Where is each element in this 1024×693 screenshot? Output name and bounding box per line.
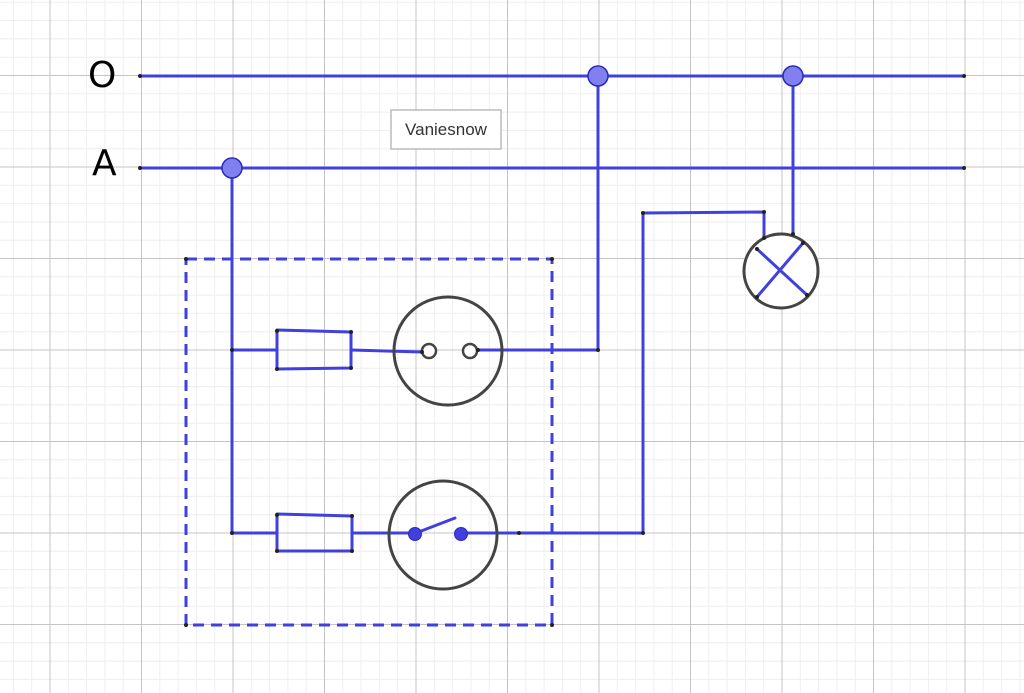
wire-endpoint-dot	[349, 330, 353, 334]
wire-endpoint-dot	[641, 211, 645, 215]
wire-endpoint-dot	[138, 74, 142, 78]
wire-endpoint-dot	[762, 236, 766, 240]
wire-endpoint-dot	[275, 549, 279, 553]
wire-endpoint-dot	[791, 232, 795, 236]
switch-to-lamp-wire	[459, 210, 766, 535]
watermark: Vaniesnow	[390, 109, 502, 150]
socket-pin-right	[461, 342, 479, 360]
neutral-rail-label: O	[88, 55, 116, 96]
wire-endpoint-dot	[641, 531, 645, 535]
wire-endpoint-dot	[596, 348, 600, 352]
junction-node-phase	[221, 157, 243, 179]
wire-endpoint-dot	[476, 348, 480, 352]
wire-endpoint-dot	[962, 74, 966, 78]
wire-endpoint-dot	[275, 513, 279, 517]
distribution-box	[184, 257, 554, 627]
wire-endpoint-dot	[420, 350, 424, 354]
lamp	[742, 232, 820, 310]
phase-rail-label: A	[92, 143, 117, 184]
wire-endpoint-dot	[962, 166, 966, 170]
switch-lever	[414, 516, 457, 535]
wire-endpoint-dot	[350, 549, 354, 553]
wire-endpoint-dot	[230, 531, 234, 535]
switch	[387, 479, 499, 591]
wire-endpoint-dot	[517, 531, 521, 535]
wire-endpoint-dot	[350, 514, 354, 518]
wire-endpoint-dot	[550, 257, 554, 261]
socket-fuse-to-socket-wire	[349, 348, 424, 354]
junction-nodes	[221, 65, 804, 179]
watermark-frame	[390, 109, 502, 150]
switch-contact-right	[454, 527, 468, 541]
wire-endpoint-dot	[349, 366, 353, 370]
wire-endpoint-dot	[755, 247, 759, 251]
wire-endpoint-dot	[550, 623, 554, 627]
socket-pin-left	[420, 342, 438, 360]
lamp-cross-a	[755, 247, 809, 297]
lamp-cross-b	[755, 241, 805, 299]
wire-endpoint-dot	[230, 348, 234, 352]
wire-endpoint-dot	[762, 210, 766, 214]
junction-node-neutral-socket	[587, 65, 609, 87]
wire-endpoint-dot	[275, 367, 279, 371]
socket-body	[392, 295, 504, 407]
junction-node-neutral-lamp	[782, 65, 804, 87]
wire-endpoint-dot	[755, 295, 759, 299]
wire-endpoint-dot	[805, 293, 809, 297]
watermark-text: Vaniesnow	[405, 120, 488, 139]
wire-endpoint-dot	[184, 257, 188, 261]
switch-body	[387, 479, 499, 591]
wire-endpoint-dot	[275, 329, 279, 333]
wire-endpoints	[138, 74, 966, 627]
wire-endpoint-dot	[801, 241, 805, 245]
switch-contact-left	[408, 527, 422, 541]
wire-endpoint-dot	[138, 166, 142, 170]
wire-endpoint-dot	[184, 623, 188, 627]
